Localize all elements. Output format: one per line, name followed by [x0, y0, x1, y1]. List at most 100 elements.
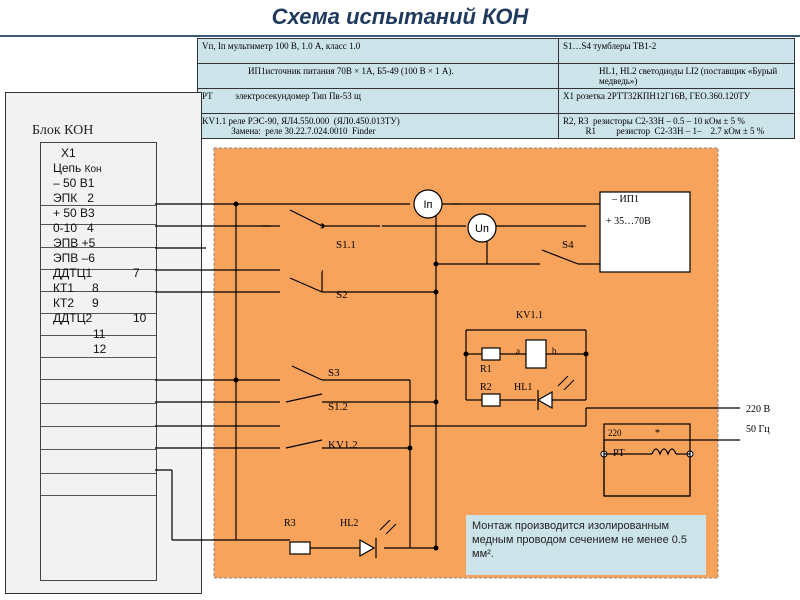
label-s1-2: S1.2	[328, 401, 348, 413]
legend-table: Vп, Iп мультиметр 100 В, 1.0 А, класс 1.…	[197, 38, 795, 139]
label-kv1-1: KV1.1	[516, 310, 543, 321]
label-pt-star: *	[655, 428, 660, 439]
ip1-value: + 35…70В	[606, 216, 651, 227]
label-relay-a: a	[516, 346, 520, 356]
pin-label: + 50 В3	[53, 206, 95, 220]
connector-x1	[40, 142, 157, 581]
connector-row	[41, 205, 156, 206]
pin-name: КТ2	[53, 296, 74, 310]
label-r3: R3	[284, 518, 296, 529]
led-hl1	[536, 390, 553, 410]
connector-row	[41, 291, 156, 292]
pin-label: КТ2 9	[53, 296, 99, 310]
led-hl2	[359, 538, 376, 558]
legend-cell: HL1, HL2 светодиоды LI2 (поставщик «Буры…	[558, 63, 795, 89]
label-s3: S3	[328, 367, 340, 379]
pin-number: 1	[87, 176, 95, 190]
pin-name: ДДТЦ1	[53, 266, 93, 280]
pin-number: 3	[88, 206, 95, 220]
label-s2: S2	[336, 289, 348, 301]
component-labels: S1.1 S2 S3 S1.2 KV1.2 S4 KV1.1 a b R1 R2…	[284, 239, 771, 529]
pin-number: 11	[93, 327, 106, 341]
label-hl1: HL1	[514, 382, 532, 393]
connector-row	[41, 269, 156, 270]
pin-label: ДДТЦ2 10	[53, 311, 146, 325]
switches	[280, 209, 579, 450]
block-label: Блок КОН	[32, 123, 94, 138]
legend-cell: X1 розетка 2РТТ32КПН12Г16В, ГЕО.360.120Т…	[558, 88, 795, 114]
label-r2: R2	[480, 382, 492, 393]
pin-number: 5	[88, 236, 96, 250]
legend-cell: R2, R3 резисторы С2-33Н – 0.5 – 10 кОм ±…	[558, 113, 795, 139]
pin-name: ЭПВ +	[53, 236, 89, 250]
pin-label: ЭПВ –6	[53, 251, 95, 265]
wiring	[155, 203, 740, 549]
connector-row	[41, 335, 156, 336]
connector-row	[41, 247, 156, 248]
pin-name: 0-10	[53, 221, 78, 235]
timer-pt-box	[603, 423, 691, 497]
page-title: Схема испытаний КОН	[271, 4, 529, 29]
pin-name: КТ1	[53, 281, 74, 295]
pin-label: ЭПВ +5	[53, 236, 95, 250]
pin-name: ЭПК	[53, 191, 78, 205]
led-hl1-rays	[557, 375, 575, 391]
timer-coil	[651, 448, 677, 456]
legend-cell: РТ электросекундомер Тип Пв-53 щ	[197, 88, 559, 114]
pin-number: 2	[87, 191, 94, 205]
pin-number: 4	[87, 221, 94, 235]
label-r1: R1	[480, 364, 492, 375]
legend-cell: ИП1источник питания 70В × 1А, Б5-49 (100…	[197, 63, 559, 89]
led-hl2-rays	[379, 519, 397, 535]
label-mains-voltage: 220 В	[746, 404, 771, 415]
voltmeter-symbol	[467, 213, 497, 243]
pin-number: 7	[133, 266, 140, 280]
pin-number: 9	[92, 296, 99, 310]
connector-row	[41, 449, 156, 450]
pin-name: – 50 В	[53, 176, 88, 190]
pin-label: – 50 В1	[53, 176, 94, 190]
resistor-r2	[481, 393, 501, 407]
pin-name: ДДТЦ2	[53, 311, 93, 325]
title-divider	[0, 35, 800, 37]
legend-cell: KV1.1 реле РЭС-90, ЯЛ4.550.000 (ЯЛ0.450.…	[197, 113, 559, 139]
label-kv1-2: KV1.2	[328, 439, 358, 451]
ip1-title: – ИП1	[611, 194, 639, 205]
pin-label: 0-10 4	[53, 221, 94, 235]
ammeter-label: Iп	[423, 199, 432, 211]
label-s1-1: S1.1	[336, 239, 356, 251]
relay-kv1-1	[525, 339, 547, 369]
resistor-r3	[289, 541, 311, 555]
pin-label: ДДТЦ1 7	[53, 266, 140, 280]
label-pt: PT	[613, 448, 625, 459]
resistor-r1	[481, 347, 501, 361]
label-mains-freq: 50 Гц	[746, 424, 770, 435]
label-relay-b: b	[552, 346, 557, 356]
installation-note: Монтаж производится изолированным медным…	[466, 515, 706, 575]
pin-number: 12	[93, 342, 107, 356]
pin-name: ЭПВ –	[53, 251, 89, 265]
title-bar: Схема испытаний КОН	[0, 0, 800, 36]
power-supply-ip1	[599, 191, 691, 273]
pin-name: Цепь	[53, 161, 82, 175]
connector-row	[41, 379, 156, 380]
ammeter-symbol	[413, 189, 443, 219]
connector-row	[41, 495, 156, 496]
connector-row	[41, 426, 156, 427]
pin-label: Цепь Кон	[53, 161, 102, 177]
voltmeter-label: Uп	[475, 223, 489, 235]
connector-row	[41, 403, 156, 404]
connector-row	[41, 224, 156, 225]
pin-name: + 50 В	[53, 206, 89, 220]
pin-number: 10	[133, 311, 147, 325]
connector-row	[41, 357, 156, 358]
legend-row: ИП1источник питания 70В × 1А, Б5-49 (100…	[197, 63, 795, 89]
connector-title: Х1	[61, 146, 76, 160]
connector-row	[41, 473, 156, 474]
pin-sub: Кон	[84, 164, 102, 175]
label-pt-220: 220	[608, 428, 622, 438]
legend-row: РТ электросекундомер Тип Пв-53 щ X1 розе…	[197, 88, 795, 114]
pin-label: ЭПК 2	[53, 191, 94, 205]
